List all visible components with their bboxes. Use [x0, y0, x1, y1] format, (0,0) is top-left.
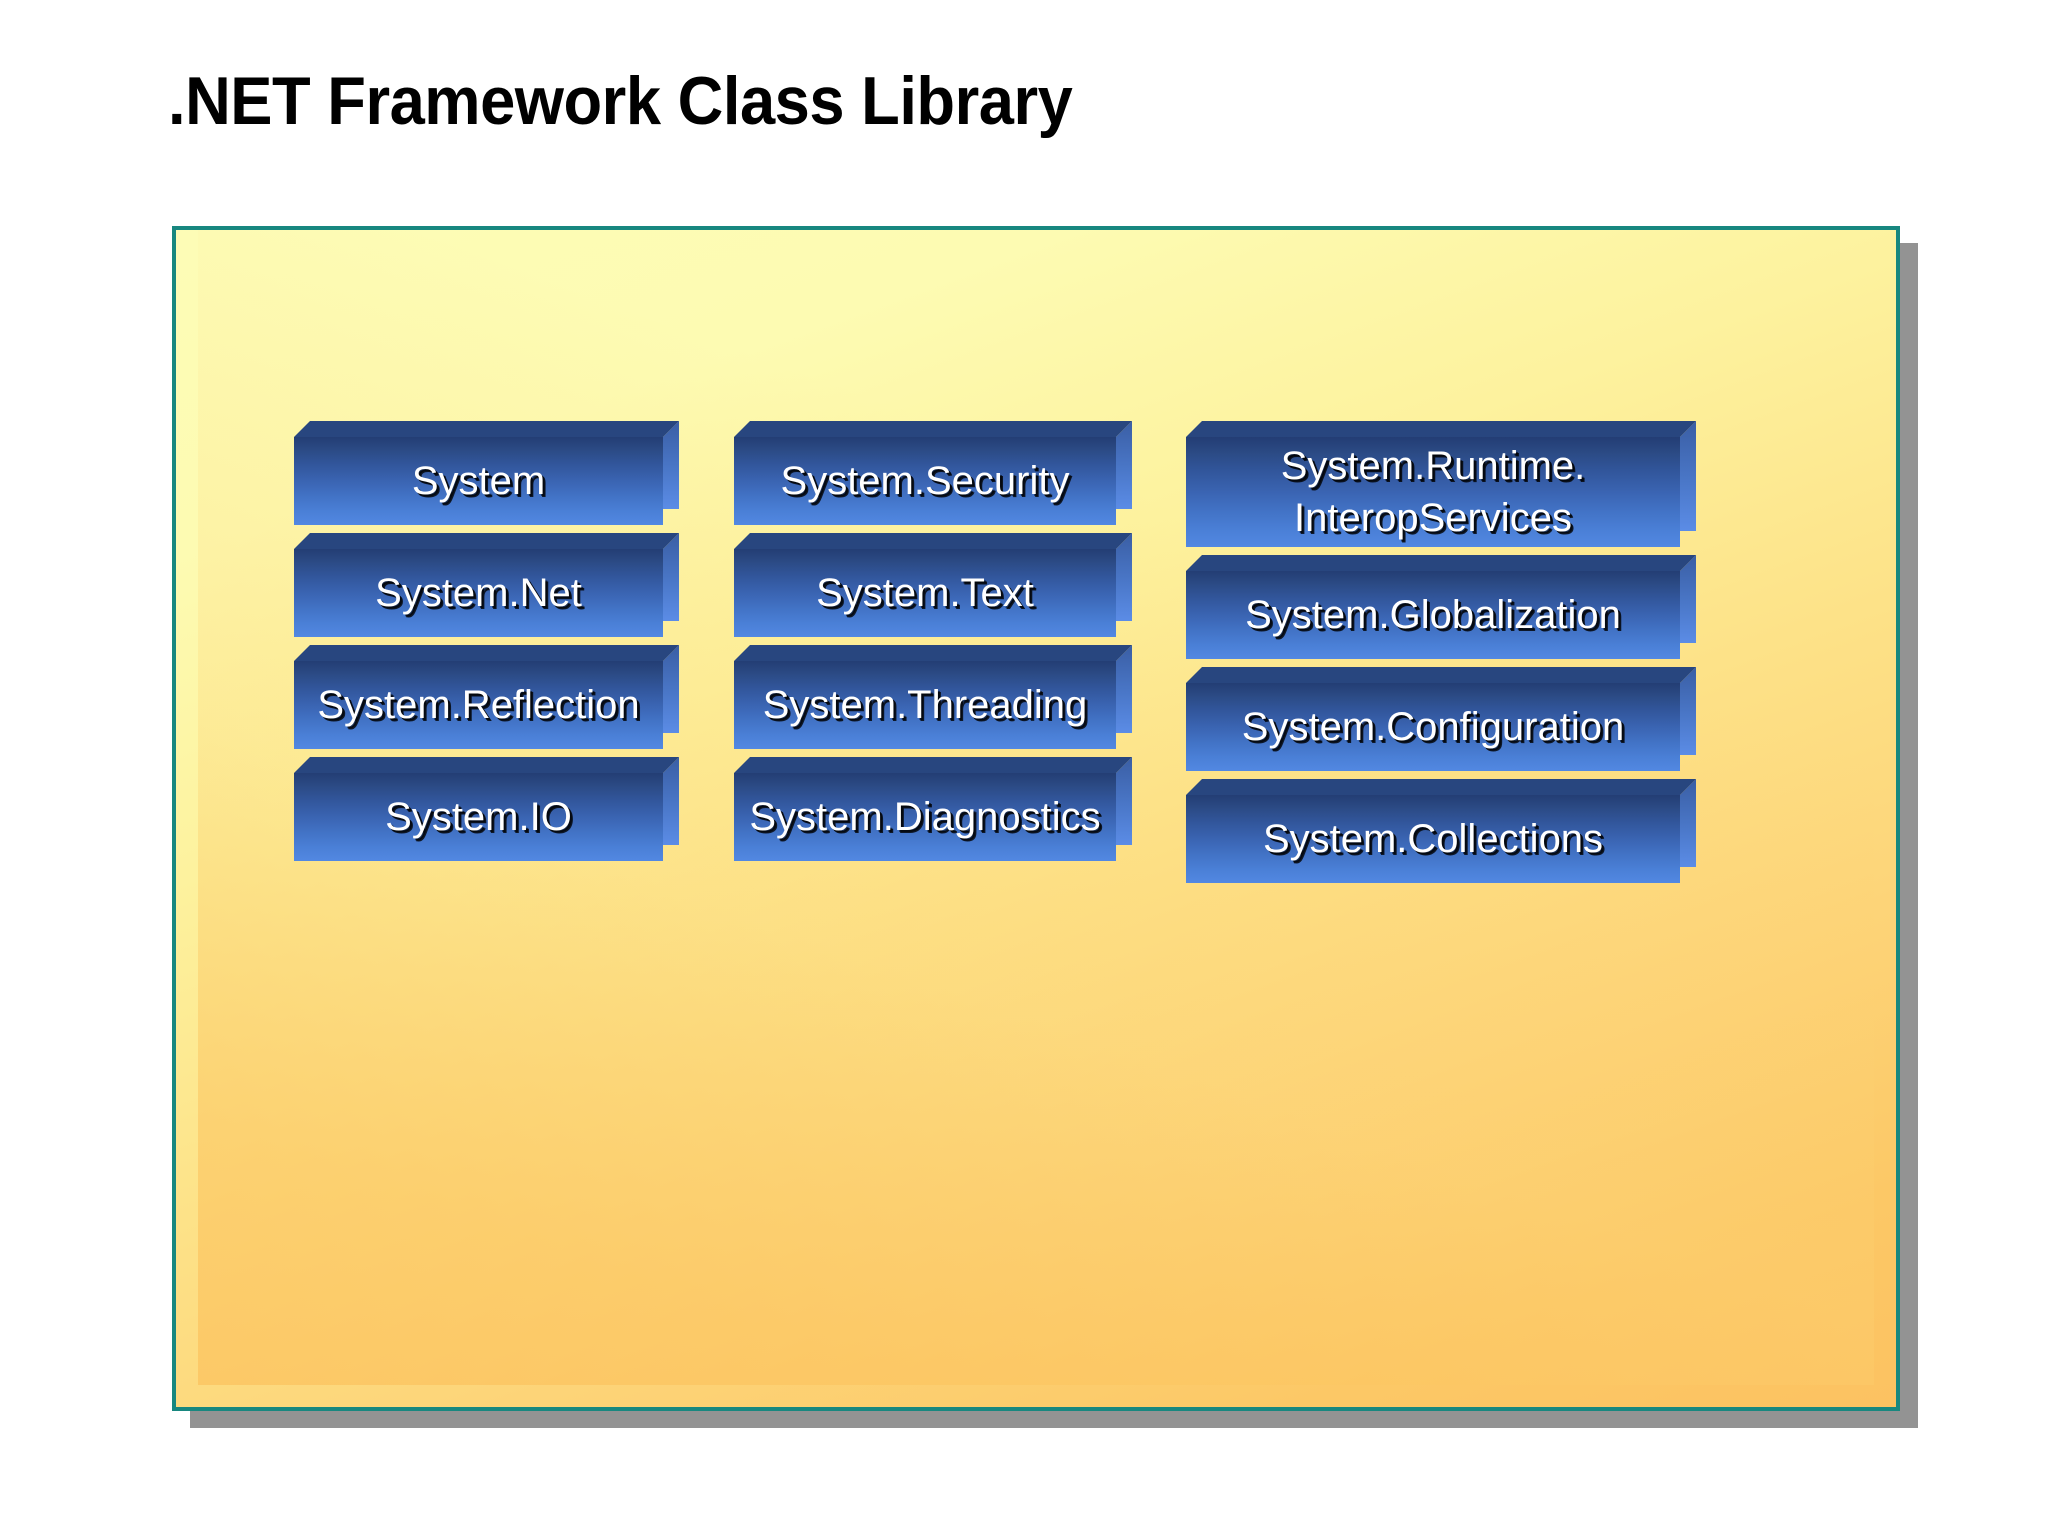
namespace-block[interactable]: System.IO [294, 757, 679, 861]
block-top-bevel [734, 533, 1132, 549]
namespace-block[interactable]: System.Text [734, 533, 1132, 637]
namespace-block[interactable]: System.Globalization [1186, 555, 1696, 659]
block-right-bevel [1680, 779, 1696, 867]
block-face: System.Security [734, 437, 1116, 525]
block-right-bevel [663, 421, 679, 509]
block-face: System.Net [294, 549, 663, 637]
namespace-label: System.Configuration [1241, 705, 1625, 749]
block-face: System.Text [734, 549, 1116, 637]
block-right-bevel [1116, 421, 1132, 509]
block-right-bevel [1680, 421, 1696, 531]
block-face: System.Diagnostics [734, 773, 1116, 861]
block-top-bevel [734, 757, 1132, 773]
namespace-label: System.Collections [1262, 817, 1604, 861]
namespace-block[interactable]: System.Net [294, 533, 679, 637]
block-right-bevel [663, 645, 679, 733]
page-title: .NET Framework Class Library [168, 63, 1073, 139]
block-right-bevel [1680, 667, 1696, 755]
namespace-label: System.Net [375, 571, 582, 615]
block-top-bevel [1186, 779, 1696, 795]
block-right-bevel [1680, 555, 1696, 643]
namespace-label: System [411, 459, 546, 503]
block-face: System.Globalization [1186, 571, 1680, 659]
namespace-block[interactable]: System [294, 421, 679, 525]
block-top-bevel [1186, 421, 1696, 437]
namespace-block[interactable]: System.Runtime. InteropServices [1186, 421, 1696, 547]
namespace-block[interactable]: System.Diagnostics [734, 757, 1132, 861]
block-right-bevel [1116, 645, 1132, 733]
namespace-label: System.IO [385, 795, 572, 839]
namespace-label: System.Security [780, 459, 1070, 503]
namespace-label: System.Threading [762, 683, 1088, 727]
namespace-label: System.Text [816, 571, 1034, 615]
block-face: System.Collections [1186, 795, 1680, 883]
namespace-label: System.Globalization [1245, 593, 1621, 637]
block-right-bevel [663, 757, 679, 845]
block-top-bevel [1186, 667, 1696, 683]
namespace-block[interactable]: System.Security [734, 421, 1132, 525]
block-top-bevel [1186, 555, 1696, 571]
block-right-bevel [1116, 533, 1132, 621]
block-top-bevel [294, 533, 679, 549]
namespace-block[interactable]: System.Threading [734, 645, 1132, 749]
block-face: System.Threading [734, 661, 1116, 749]
block-face: System.Reflection [294, 661, 663, 749]
block-right-bevel [663, 533, 679, 621]
namespace-label: System.Reflection [317, 683, 640, 727]
block-top-bevel [734, 645, 1132, 661]
namespace-block[interactable]: System.Configuration [1186, 667, 1696, 771]
block-face: System.Configuration [1186, 683, 1680, 771]
block-face: System.IO [294, 773, 663, 861]
block-face: System.Runtime. InteropServices [1186, 437, 1680, 547]
block-right-bevel [1116, 757, 1132, 845]
block-top-bevel [734, 421, 1132, 437]
block-top-bevel [294, 757, 679, 773]
block-top-bevel [294, 421, 679, 437]
block-face: System [294, 437, 663, 525]
namespace-label: System.Diagnostics [749, 795, 1101, 839]
namespace-block[interactable]: System.Collections [1186, 779, 1696, 883]
namespace-block[interactable]: System.Reflection [294, 645, 679, 749]
block-top-bevel [294, 645, 679, 661]
namespace-label: System.Runtime. InteropServices [1280, 444, 1586, 540]
